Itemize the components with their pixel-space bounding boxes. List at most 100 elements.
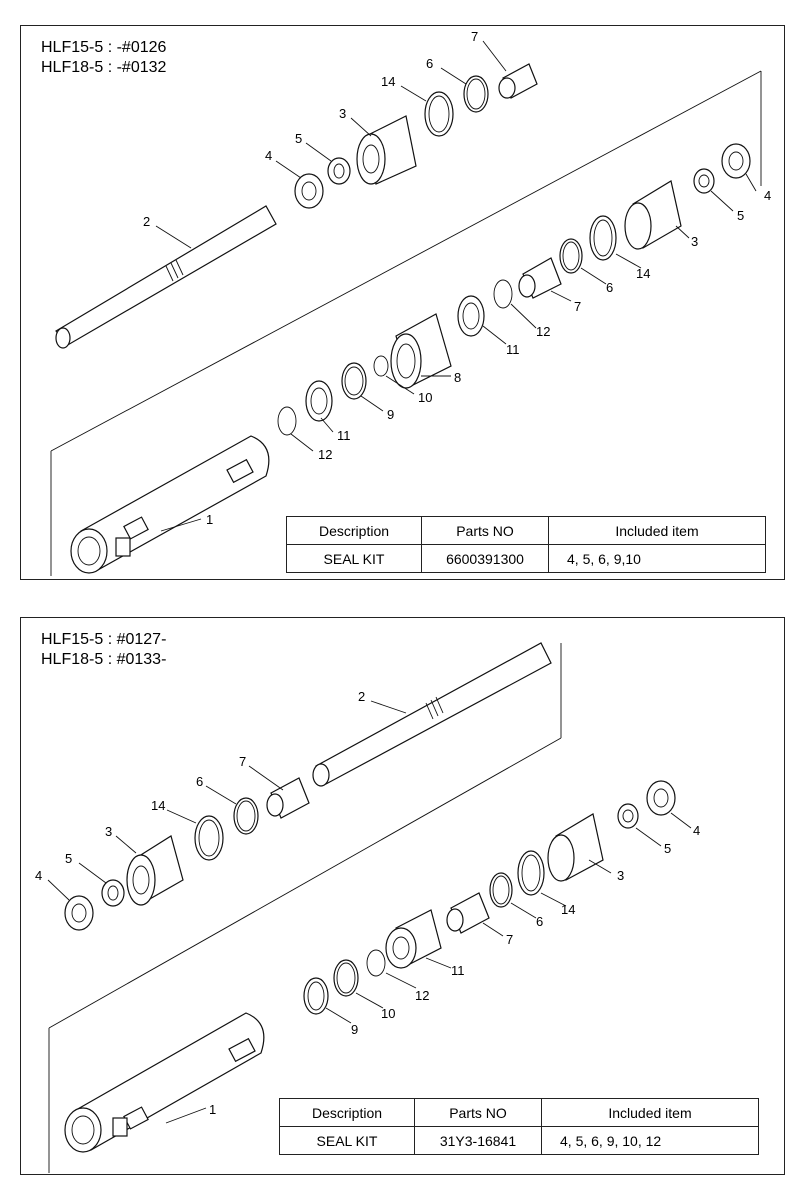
callout-3: 3 [105,824,112,839]
callout-8: 8 [454,370,461,385]
ring-part-4b [646,780,676,816]
callout-5: 5 [737,208,744,223]
callout-4: 4 [265,148,272,163]
callout-6: 6 [196,774,203,789]
assembly-outline [50,70,762,452]
ring-part-14b [517,850,545,896]
ring-part-11b [305,380,333,422]
model-line: HLF15-5 : #0127- [41,631,167,648]
callout-7: 7 [471,29,478,44]
bushing-part-7a [498,63,538,99]
cylinder-tube-part [64,1012,265,1153]
callout-10: 10 [381,1006,395,1021]
assembly-outline [48,737,562,1029]
cylinder-tube-part [70,435,270,574]
callout-12: 12 [536,324,550,339]
exploded-view-1: 7 6 14 3 5 4 2 4 5 3 14 6 7 12 11 8 10 9… [50,29,771,576]
callout-12: 12 [318,447,332,462]
ring-part-6b [489,872,513,908]
cell-description: SEAL KIT [286,544,422,573]
ring-part-4a [294,173,324,209]
col-parts-no: Parts NO [421,516,549,545]
diagram-panel-1: HLF15-5 : -#0126 HLF18-5 : -#0132 [20,25,785,580]
callout-10: 10 [418,390,432,405]
bushing-part-7a [266,777,310,819]
callout-14: 14 [381,74,395,89]
piston-rod-part [55,205,277,349]
callout-7: 7 [506,932,513,947]
ring-part-14b [589,215,617,261]
ring-part-11a [457,295,485,337]
callout-11: 11 [506,342,520,357]
ring-part-4b [721,143,751,179]
col-parts-no: Parts NO [414,1098,542,1127]
gland-part-3b [547,813,604,882]
callout-14: 14 [561,902,575,917]
snap-ring-part-12a [493,279,513,309]
callout-9: 9 [387,407,394,422]
table-header-row: Description Parts NO Included item [279,1098,759,1127]
callout-5: 5 [65,851,72,866]
callout-labels: 2 7 6 14 3 5 4 4 5 3 14 6 7 11 12 10 9 1 [35,689,700,1117]
col-included-item: Included item [548,516,766,545]
ring-part-14a [194,815,224,861]
cell-included-item: 4, 5, 6, 9, 10, 12 [541,1126,759,1155]
exploded-view-2: 2 7 6 14 3 5 4 4 5 3 14 6 7 11 12 10 9 1 [35,642,700,1173]
ring-part-5a [101,879,125,907]
ring-part-10 [373,355,389,377]
callout-labels: 7 6 14 3 5 4 2 4 5 3 14 6 7 12 11 8 10 9… [143,29,771,527]
callout-14: 14 [636,266,650,281]
callout-1: 1 [206,512,213,527]
model-line: HLF18-5 : -#0132 [41,59,167,76]
cell-parts-no: 6600391300 [421,544,549,573]
callout-1: 1 [209,1102,216,1117]
callout-14: 14 [151,798,165,813]
callout-2: 2 [358,689,365,704]
callout-6: 6 [606,280,613,295]
ring-part-6a [233,797,259,835]
callout-11: 11 [451,963,465,978]
ring-part-5a [327,157,351,185]
callout-12: 12 [415,988,429,1003]
ring-part-9 [341,362,367,400]
col-description: Description [279,1098,415,1127]
callout-5: 5 [295,131,302,146]
ring-part-14a [424,91,454,137]
ring-part-6a [463,75,489,113]
callout-3: 3 [617,868,624,883]
gland-part-3a [126,835,184,906]
callout-7: 7 [574,299,581,314]
callout-5: 5 [664,841,671,856]
gland-part-3b [624,180,682,250]
table-row: SEAL KIT 31Y3-16841 4, 5, 6, 9, 10, 12 [279,1126,759,1155]
ring-part-5b [693,168,715,194]
leader-lines [155,40,757,532]
ring-part-5b [617,803,639,829]
callout-9: 9 [351,1022,358,1037]
seal-kit-table-2: Description Parts NO Included item SEAL … [279,1098,759,1155]
gland-part-3a [356,115,417,185]
leader-lines [47,700,692,1124]
callout-2: 2 [143,214,150,229]
bushing-part-7b [446,892,490,934]
table-row: SEAL KIT 6600391300 4, 5, 6, 9,10 [286,544,766,573]
cell-parts-no: 31Y3-16841 [414,1126,542,1155]
callout-3: 3 [339,106,346,121]
col-included-item: Included item [541,1098,759,1127]
bushing-part-7b [518,257,562,299]
snap-ring-part-12b [277,406,297,436]
ring-part-4a [64,895,94,931]
piston-part-11 [385,909,442,969]
ring-part-12 [366,949,386,977]
cell-included-item: 4, 5, 6, 9,10 [548,544,766,573]
diagram-panel-2: HLF15-5 : #0127- HLF18-5 : #0133- [20,617,785,1175]
model-range-2: HLF15-5 : #0127- HLF18-5 : #0133- [41,630,166,670]
callout-7: 7 [239,754,246,769]
ring-part-10 [333,959,359,997]
callout-4: 4 [764,188,771,203]
piston-rod-part [312,642,552,787]
callout-6: 6 [426,56,433,71]
model-range-1: HLF15-5 : -#0126 HLF18-5 : -#0132 [41,38,166,78]
callout-4: 4 [35,868,42,883]
model-line: HLF15-5 : -#0126 [41,39,167,56]
